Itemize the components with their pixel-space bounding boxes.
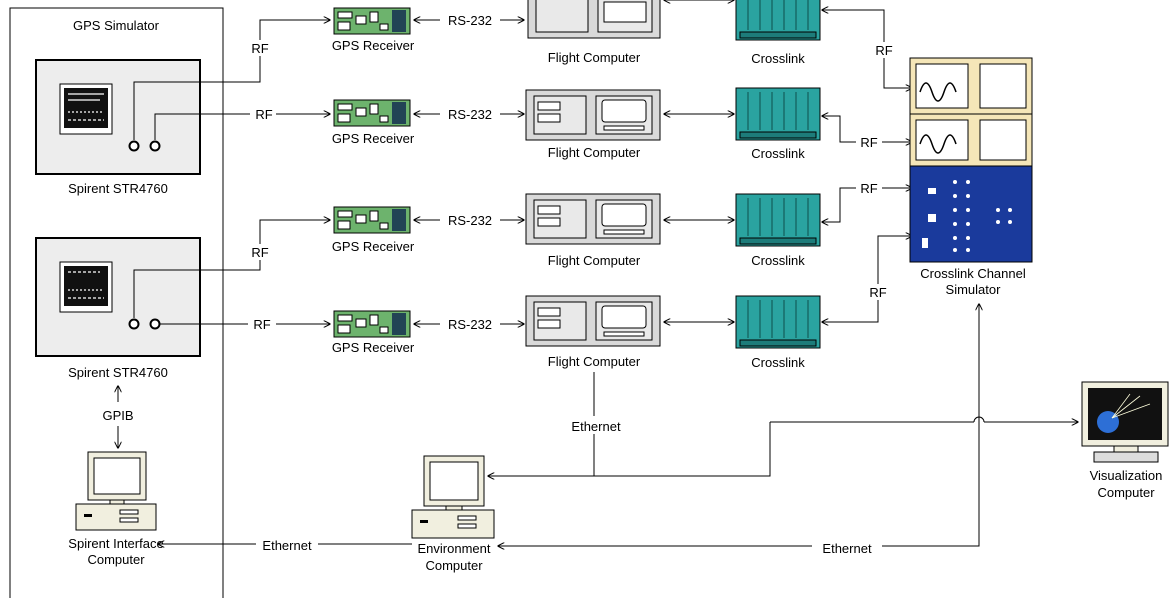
spirent-1-label: Spirent STR4760 <box>68 181 168 196</box>
crosslink-rf-label-1: RF <box>875 43 892 58</box>
spirent-interface-computer <box>75 451 157 531</box>
crosslink-1 <box>735 0 821 41</box>
spirent-interface-label-1: Spirent Interface <box>68 536 163 551</box>
rf-label-3: RF <box>251 245 268 260</box>
flight-computer-1 <box>527 0 661 39</box>
crosslink-3 <box>735 193 821 247</box>
ethernet-label-left: Ethernet <box>262 538 312 553</box>
environment-label-2: Computer <box>425 558 483 573</box>
flight-computer-2 <box>525 89 661 141</box>
rs232-link-4: RS-232 <box>414 316 524 332</box>
spirent-str4760-1 <box>35 59 201 175</box>
ethernet-label-fc: Ethernet <box>571 419 621 434</box>
crosslink-rf-4: RF <box>822 236 912 322</box>
gpib-label: GPIB <box>102 408 133 423</box>
flight-computer-3 <box>525 193 661 245</box>
crosslink-channel-simulator <box>909 57 1033 263</box>
rs232-label-4: RS-232 <box>448 317 492 332</box>
crosslink-simulator-label-1: Crosslink Channel <box>920 266 1026 281</box>
rf-link-2: RF <box>154 106 330 140</box>
ethernet-label-bottom: Ethernet <box>822 541 872 556</box>
crosslink-simulator-label-2: Simulator <box>946 282 1002 297</box>
crosslink-3-label: Crosslink <box>751 253 805 268</box>
flight-computer-2-label: Flight Computer <box>548 145 641 160</box>
flight-computer-3-label: Flight Computer <box>548 253 641 268</box>
flight-computer-4-label: Flight Computer <box>548 354 641 369</box>
crosslink-rf-3: RF <box>822 180 912 222</box>
spirent-str4760-2 <box>35 237 201 357</box>
spirent-interface-label-2: Computer <box>87 552 145 567</box>
rf-label-4: RF <box>253 317 270 332</box>
gps-receiver-1 <box>333 7 411 35</box>
crosslink-rf-label-2: RF <box>860 135 877 150</box>
rs232-label-3: RS-232 <box>448 213 492 228</box>
ethernet-simulator-environment <box>498 304 979 546</box>
visualization-computer <box>1081 381 1169 463</box>
crosslink-rf-1: RF <box>822 10 912 88</box>
crosslink-4-label: Crosslink <box>751 355 805 370</box>
rs232-label-1: RS-232 <box>448 13 492 28</box>
gps-simulator-frame <box>9 7 224 598</box>
crosslink-rf-label-3: RF <box>860 181 877 196</box>
rf-label-1: RF <box>251 41 268 56</box>
gps-receiver-3 <box>333 206 411 234</box>
gps-receiver-4-label: GPS Receiver <box>332 340 415 355</box>
rs232-link-3: RS-232 <box>414 212 524 228</box>
rf-link-1: RF <box>133 20 330 140</box>
crosslink-2-label: Crosslink <box>751 146 805 161</box>
visualization-label-1: Visualization <box>1090 468 1163 483</box>
gps-receiver-3-label: GPS Receiver <box>332 239 415 254</box>
crosslink-4 <box>735 295 821 349</box>
gps-receiver-2 <box>333 99 411 127</box>
environment-label-1: Environment <box>418 541 491 556</box>
rs232-link-2: RS-232 <box>414 106 524 122</box>
rf-label-2: RF <box>255 107 272 122</box>
spirent-2-label: Spirent STR4760 <box>68 365 168 380</box>
crosslink-1-label: Crosslink <box>751 51 805 66</box>
gps-simulator-group: GPS Simulator <box>9 7 224 598</box>
rs232-label-2: RS-232 <box>448 107 492 122</box>
gps-simulator-title: GPS Simulator <box>73 18 160 33</box>
gps-receiver-1-label: GPS Receiver <box>332 38 415 53</box>
gps-receiver-2-label: GPS Receiver <box>332 131 415 146</box>
ethernet-to-environment-top <box>488 422 771 476</box>
crosslink-2 <box>735 87 821 141</box>
flight-computer-1-label: Flight Computer <box>548 50 641 65</box>
visualization-label-2: Computer <box>1097 485 1155 500</box>
crosslink-rf-2: RF <box>822 116 912 150</box>
flight-computer-4 <box>525 295 661 347</box>
crosslink-rf-label-4: RF <box>869 285 886 300</box>
gps-receiver-4 <box>333 310 411 338</box>
rs232-link-1: RS-232 <box>414 12 524 28</box>
environment-computer <box>411 455 495 539</box>
rf-link-3: RF <box>133 220 330 318</box>
rf-link-4: RF <box>160 316 330 332</box>
